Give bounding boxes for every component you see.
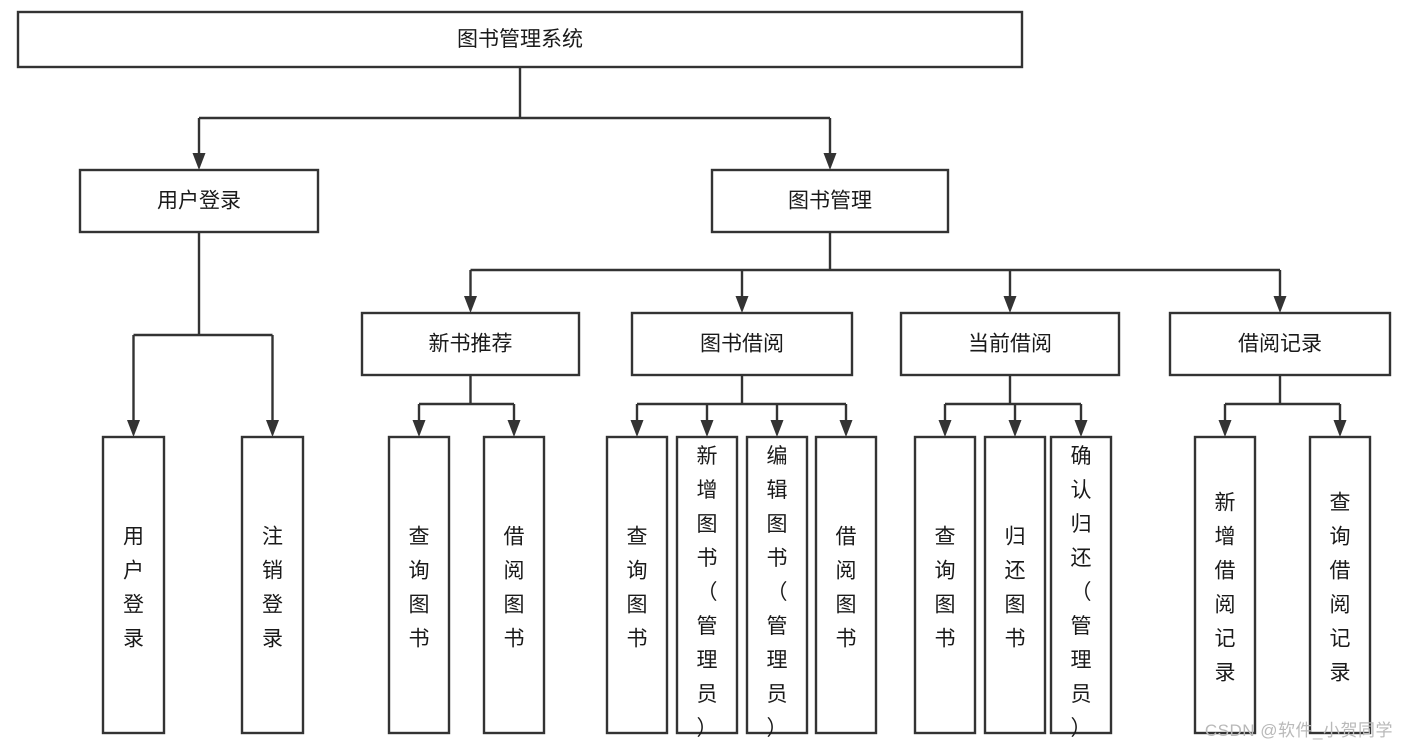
node-n2b2[interactable]: 新增图书（管理员）	[675, 435, 739, 740]
node-label: 图书管理	[788, 190, 872, 213]
node-label: 借阅记录	[1238, 333, 1322, 356]
node-box	[360, 311, 581, 377]
arrow-head-icon	[412, 420, 426, 437]
node-box	[913, 435, 977, 735]
node-label: 图书管理系统	[457, 28, 583, 51]
edge-layer	[127, 67, 1347, 437]
node-box	[814, 435, 878, 735]
node-label: 注销登录	[262, 526, 283, 651]
node-label: 当前借阅	[968, 333, 1052, 356]
node-n1[interactable]: 用户登录	[78, 168, 320, 234]
arrow-head-icon	[464, 296, 477, 313]
arrow-head-icon	[839, 420, 853, 437]
node-label: 用户登录	[157, 190, 241, 213]
arrow-head-icon	[507, 420, 521, 437]
node-n2d[interactable]: 借阅记录	[1168, 311, 1392, 377]
node-label: 用户登录	[123, 526, 144, 651]
node-box	[675, 435, 739, 735]
arrow-head-icon	[1273, 296, 1287, 313]
node-n2c3[interactable]: 确认归还（管理员）	[1049, 435, 1113, 740]
arrow-head-icon	[938, 420, 952, 437]
arrow-head-icon	[127, 420, 140, 437]
arrow-head-icon	[1218, 420, 1232, 437]
node-box	[899, 311, 1121, 377]
node-box	[710, 168, 950, 234]
node-n2c[interactable]: 当前借阅	[899, 311, 1121, 377]
node-n1b[interactable]: 注销登录	[240, 435, 305, 735]
arrow-head-icon	[266, 420, 279, 437]
node-label: 新增图书（管理员）	[697, 445, 718, 740]
node-n2b3[interactable]: 编辑图书（管理员）	[745, 435, 809, 740]
node-label: 查询借阅记录	[1330, 492, 1351, 685]
node-box	[78, 168, 320, 234]
arrow-head-icon	[700, 420, 714, 437]
node-n2a[interactable]: 新书推荐	[360, 311, 581, 377]
node-box	[630, 311, 854, 377]
node-label: 确认归还（管理员）	[1071, 445, 1092, 740]
node-n2d2[interactable]: 查询借阅记录	[1308, 435, 1372, 735]
node-box	[240, 435, 305, 735]
node-label: 新增借阅记录	[1215, 492, 1236, 685]
node-box	[745, 435, 809, 735]
arrow-head-icon	[1074, 420, 1088, 437]
node-label: 借阅图书	[504, 526, 525, 651]
node-n2a1[interactable]: 查询图书	[387, 435, 451, 735]
node-box	[1193, 435, 1257, 735]
node-box	[983, 435, 1047, 735]
arrow-head-icon	[192, 153, 206, 170]
node-n1a[interactable]: 用户登录	[101, 435, 166, 735]
node-root[interactable]: 图书管理系统	[16, 10, 1024, 69]
node-n2b1[interactable]: 查询图书	[605, 435, 669, 735]
node-label: 查询图书	[627, 526, 648, 651]
arrow-head-icon	[630, 420, 644, 437]
arrow-head-icon	[1003, 296, 1017, 313]
node-n2d1[interactable]: 新增借阅记录	[1193, 435, 1257, 735]
node-box	[16, 10, 1024, 69]
arrow-head-icon	[735, 296, 749, 313]
node-n2b[interactable]: 图书借阅	[630, 311, 854, 377]
node-n2[interactable]: 图书管理	[710, 168, 950, 234]
node-box	[1308, 435, 1372, 735]
node-box	[387, 435, 451, 735]
node-box	[1049, 435, 1113, 735]
arrow-head-icon	[1333, 420, 1347, 437]
node-label: 查询图书	[409, 526, 430, 651]
node-label: 借阅图书	[836, 526, 857, 651]
node-label: 新书推荐	[429, 333, 513, 356]
node-n2a2[interactable]: 借阅图书	[482, 435, 546, 735]
node-box	[101, 435, 166, 735]
node-n2c1[interactable]: 查询图书	[913, 435, 977, 735]
node-layer: 图书管理系统用户登录图书管理用户登录注销登录新书推荐图书借阅当前借阅借阅记录查询…	[16, 10, 1392, 740]
node-label: 图书借阅	[700, 333, 784, 356]
node-n2b4[interactable]: 借阅图书	[814, 435, 878, 735]
node-box	[605, 435, 669, 735]
node-box	[1168, 311, 1392, 377]
node-label: 归还图书	[1005, 526, 1026, 651]
node-label: 编辑图书（管理员）	[767, 445, 788, 740]
node-label: 查询图书	[935, 526, 956, 651]
node-box	[482, 435, 546, 735]
arrow-head-icon	[770, 420, 784, 437]
arrow-head-icon	[1008, 420, 1022, 437]
arrow-head-icon	[823, 153, 837, 170]
watermark-label: CSDN @软件_小贺同学	[1204, 721, 1393, 740]
node-n2c2[interactable]: 归还图书	[983, 435, 1047, 735]
